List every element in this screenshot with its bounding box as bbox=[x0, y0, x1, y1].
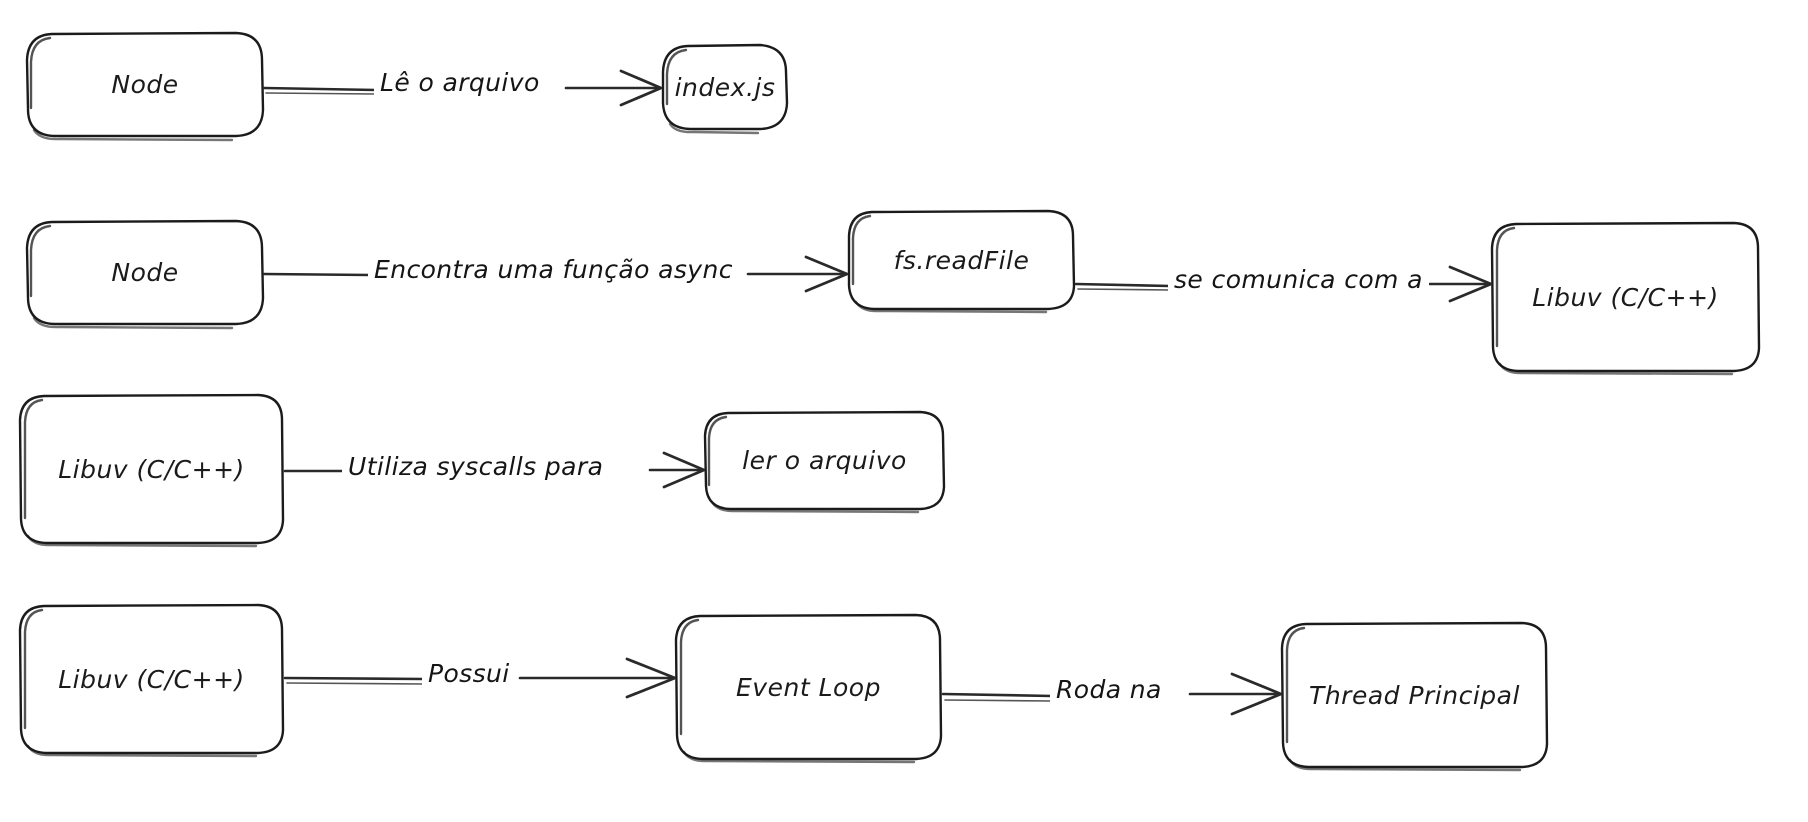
node-label: Node bbox=[111, 258, 179, 287]
node-label: Libuv (C/C++) bbox=[58, 454, 245, 484]
edge-label-text: Roda na bbox=[1056, 675, 1162, 704]
edge-label-text: se comunica com a bbox=[1174, 265, 1423, 294]
edge-label-text: Lê o arquivo bbox=[380, 68, 540, 97]
node-label: Node bbox=[111, 70, 179, 99]
node-label: fs.readFile bbox=[893, 245, 1030, 275]
edge-label-se-comunica-com-a: se comunica com a bbox=[1168, 265, 1429, 294]
node-box-node-row1[interactable]: Node bbox=[27, 33, 263, 136]
node-label: Thread Principal bbox=[1309, 680, 1520, 710]
node-box-libuv-row2[interactable]: Libuv (C/C++) bbox=[1492, 223, 1759, 371]
node-label: Event Loop bbox=[736, 672, 881, 702]
node-box-fs-readfile[interactable]: fs.readFile bbox=[849, 211, 1074, 309]
edge-label-possui: Possui bbox=[422, 659, 516, 688]
edge-label-text: Possui bbox=[428, 659, 510, 688]
edge-label-utiliza-syscalls-para: Utiliza syscalls para bbox=[342, 452, 610, 481]
node-box-event-loop[interactable]: Event Loop bbox=[676, 615, 941, 759]
node-label: ler o arquivo bbox=[742, 446, 907, 475]
node-box-node-row2[interactable]: Node bbox=[27, 221, 263, 324]
edge-label-encontra-uma-funcao-async: Encontra uma função async bbox=[368, 255, 739, 284]
node-label: index.js bbox=[674, 72, 776, 102]
node-label: Libuv (C/C++) bbox=[1532, 282, 1719, 312]
node-box-ler-o-arquivo[interactable]: ler o arquivo bbox=[705, 412, 944, 509]
edge-label-text: Utiliza syscalls para bbox=[348, 452, 604, 481]
edge-label-roda-na: Roda na bbox=[1050, 675, 1168, 704]
node-box-libuv-row3[interactable]: Libuv (C/C++) bbox=[20, 395, 283, 543]
node-box-thread-principal[interactable]: Thread Principal bbox=[1282, 623, 1547, 767]
node-label: Libuv (C/C++) bbox=[58, 664, 245, 694]
edge-label-le-o-arquivo: Lê o arquivo bbox=[374, 68, 546, 97]
node-box-libuv-row4[interactable]: Libuv (C/C++) bbox=[20, 605, 283, 753]
node-box-indexjs[interactable]: index.js bbox=[663, 45, 787, 129]
edge-label-text: Encontra uma função async bbox=[374, 255, 733, 284]
